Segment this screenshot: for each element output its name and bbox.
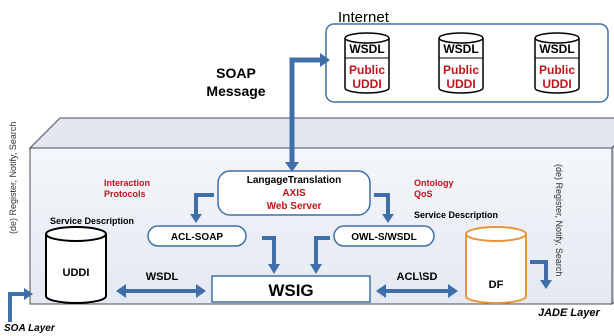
registry-3-public: Public bbox=[539, 63, 575, 77]
registry-1-wsdl: WSDL bbox=[349, 42, 384, 56]
soap-label-line1: SOAP bbox=[216, 65, 256, 81]
owl-wsdl-label: OWL-S/WSDL bbox=[351, 232, 417, 243]
df-label: DF bbox=[489, 279, 504, 291]
interaction-protocols-line2: Protocols bbox=[104, 189, 146, 199]
internet-title: Internet bbox=[338, 9, 390, 26]
uddi-label: UDDI bbox=[63, 267, 90, 279]
axis-web-server-box bbox=[217, 170, 371, 216]
soap-label-line2: Message bbox=[206, 83, 265, 99]
wsdl-double-arrow bbox=[116, 284, 206, 298]
service-description-left: Service Description bbox=[50, 216, 134, 226]
owl-wsdl-box bbox=[333, 225, 435, 247]
right-register-text: (de) Register, Notify, Search bbox=[554, 164, 564, 276]
acl-soap-to-wsig-arrow bbox=[262, 236, 280, 274]
soap-message-arrow bbox=[285, 53, 330, 172]
acl-soap-label: ACL-SOAP bbox=[171, 232, 224, 243]
wsig-label: WSIG bbox=[268, 281, 313, 300]
uddi-cylinder: UDDI bbox=[45, 226, 107, 304]
axis-line2: AXIS bbox=[282, 188, 306, 199]
interaction-protocols-line1: Interaction bbox=[104, 178, 150, 188]
platform-top-face bbox=[28, 117, 614, 149]
axis-line3: Web Server bbox=[267, 201, 322, 212]
public-uddi-registry-2: WSDL Public UDDI bbox=[438, 32, 484, 94]
wsig-box bbox=[211, 275, 371, 303]
jade-layer-label: JADE Layer bbox=[538, 307, 600, 319]
registry-2-public: Public bbox=[443, 63, 479, 77]
soa-entry-arrow bbox=[8, 288, 33, 322]
ontology-line2: QoS bbox=[414, 189, 433, 199]
owl-wsdl-to-wsig-arrow bbox=[310, 236, 330, 274]
aclsd-arrow-label: ACL\SD bbox=[397, 271, 438, 283]
aclsd-double-arrow bbox=[376, 284, 458, 298]
public-uddi-registry-3: WSDL Public UDDI bbox=[534, 32, 580, 94]
registry-3-wsdl: WSDL bbox=[539, 42, 574, 56]
internet-panel: Internet WSDL Public UDDI WSDL Public UD… bbox=[325, 9, 609, 103]
core-to-acl-soap-arrow bbox=[190, 193, 214, 223]
registry-1-public: Public bbox=[349, 63, 385, 77]
df-cylinder: DF bbox=[465, 226, 527, 304]
ontology-line1: Ontology bbox=[414, 178, 454, 188]
service-description-right: Service Description bbox=[414, 210, 498, 220]
registry-2-uddi: UDDI bbox=[446, 77, 475, 91]
wsdl-arrow-label: WSDL bbox=[146, 271, 179, 283]
soa-layer-label: SOA Layer bbox=[4, 323, 56, 334]
left-register-text: (de) Register, Notify, Search bbox=[8, 122, 18, 234]
registry-3-uddi: UDDI bbox=[542, 77, 571, 91]
jade-entry-arrow bbox=[530, 260, 552, 289]
axis-line1: LangageTranslation bbox=[247, 175, 341, 186]
public-uddi-registry-1: WSDL Public UDDI bbox=[344, 32, 390, 94]
acl-soap-box bbox=[147, 225, 247, 247]
registry-1-uddi: UDDI bbox=[352, 77, 381, 91]
core-to-owl-wsdl-arrow bbox=[374, 193, 394, 223]
registry-2-wsdl: WSDL bbox=[443, 42, 478, 56]
